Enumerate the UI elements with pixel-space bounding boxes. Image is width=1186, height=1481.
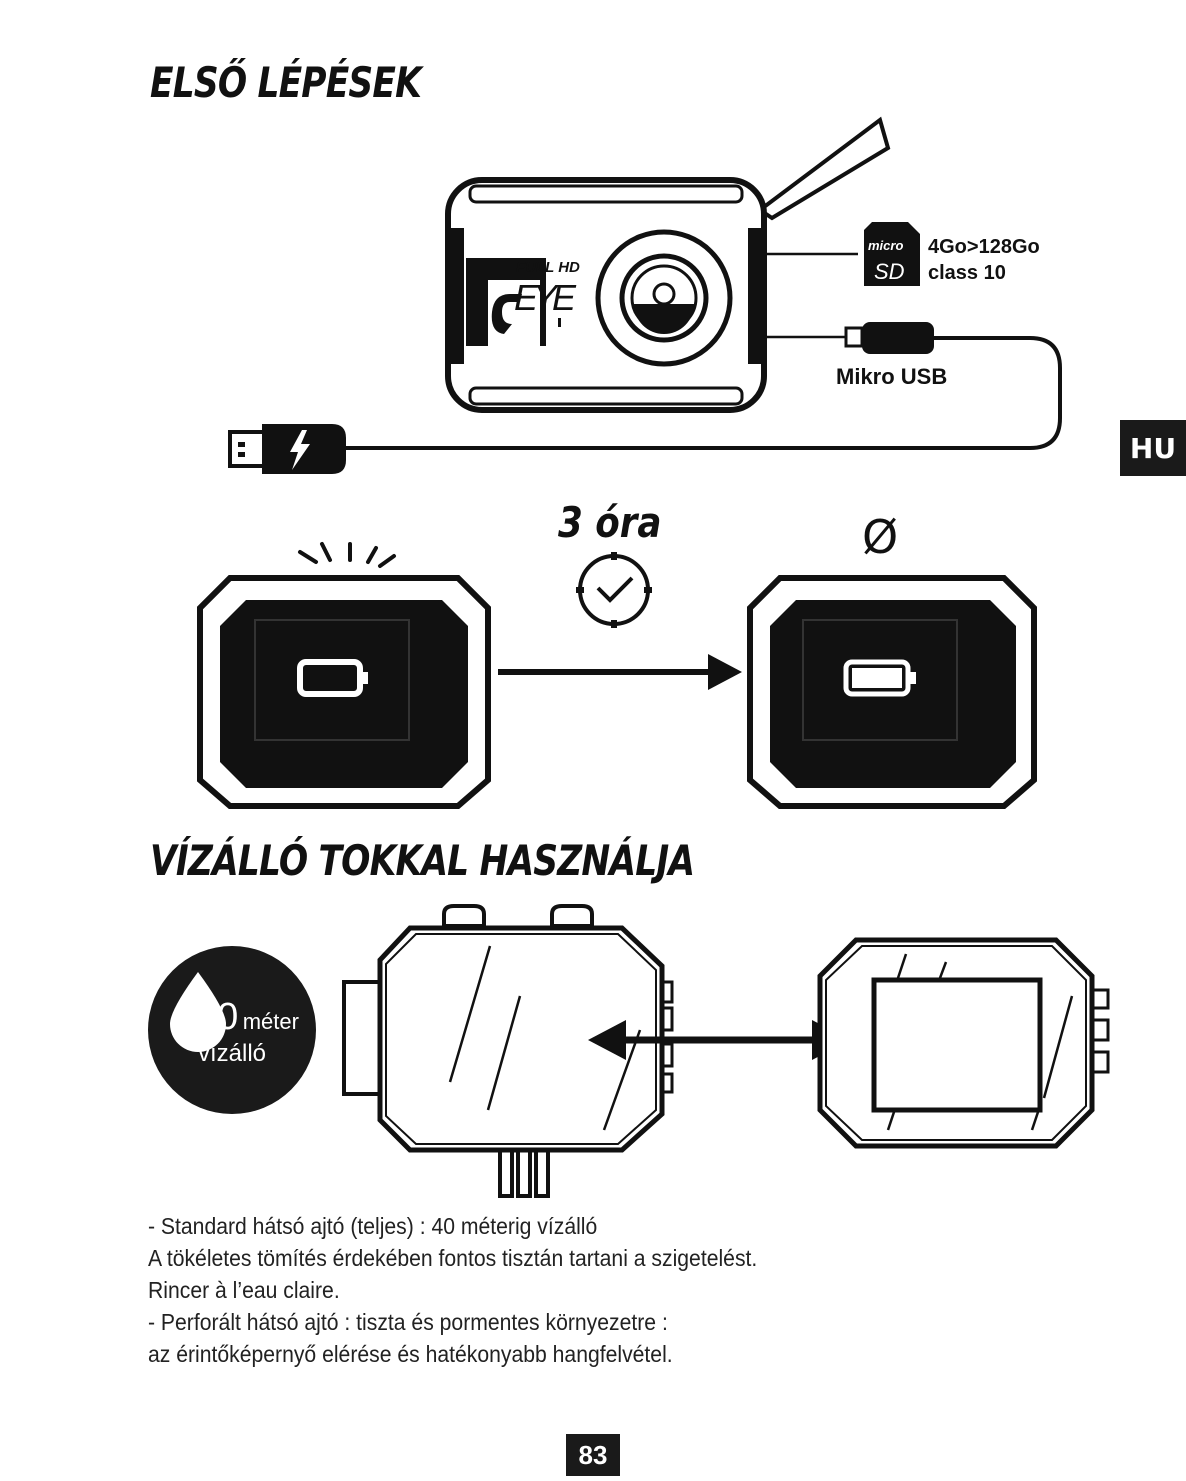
badge-depth: 40	[196, 996, 239, 1038]
progress-arrow	[498, 654, 742, 690]
sd-micro-label: micro	[868, 238, 903, 253]
language-tab: HU	[1120, 420, 1186, 476]
logo-brand: EYE	[514, 277, 577, 318]
water-drop-icon	[170, 972, 226, 1052]
badge-label: vízálló	[198, 1040, 267, 1067]
body-line-1: - Standard hátsó ajtó (teljes) : 40 méte…	[148, 1213, 598, 1239]
logo-full-hd: FULL HD	[516, 259, 580, 276]
micro-sd-card-icon	[864, 222, 920, 286]
blink-lines	[298, 542, 396, 568]
side-flap	[756, 116, 891, 221]
body-line-2: A tökéletes tömítés érdekében fontos tis…	[148, 1245, 758, 1271]
sd-capacity: 4Go>128Go	[928, 236, 1040, 258]
usb-plug-icon	[342, 322, 1062, 450]
section-title-waterproof: VÍZÁLLÓ TOKKAL HASZNÁLJA	[150, 836, 695, 885]
clock-check-icon	[576, 552, 652, 628]
lightning-icon	[290, 430, 310, 470]
sd-class: class 10	[928, 262, 1006, 284]
badge-depth-line: 40 méter	[196, 996, 299, 1039]
waterproof-case-diagram	[148, 904, 1110, 1198]
battery-empty-icon	[297, 659, 368, 697]
charge-done-symbol: Ø	[862, 510, 899, 564]
camera-setup-diagram: FULL HD EYE micro SD 4Go>128Go class 10 …	[228, 116, 1062, 474]
camera-front-icon	[445, 177, 767, 413]
section-title-first-steps: ELSŐ LÉPÉSEK	[150, 58, 422, 107]
body-line-4: - Perforált hátsó ajtó : tiszta és porme…	[148, 1309, 668, 1335]
usb-label: Mikro USB	[836, 364, 947, 389]
page-number: 83	[566, 1434, 620, 1476]
body-line-3: Rincer à l’eau claire.	[148, 1277, 340, 1303]
battery-full-icon	[843, 659, 916, 697]
charge-duration: 3 óra	[558, 498, 662, 547]
body-text-block: - Standard hátsó ajtó (teljes) : 40 méte…	[148, 1210, 810, 1370]
badge-unit: méter	[242, 1009, 299, 1034]
waterproof-case-icon	[377, 904, 674, 1198]
body-line-5: az érintőképernyő elérése és hatékonyabb…	[148, 1341, 673, 1367]
back-door-icon	[817, 937, 1110, 1149]
sd-label: SD	[874, 259, 905, 284]
charging-diagram	[197, 542, 1037, 809]
usb-a-plug-icon	[228, 424, 346, 474]
